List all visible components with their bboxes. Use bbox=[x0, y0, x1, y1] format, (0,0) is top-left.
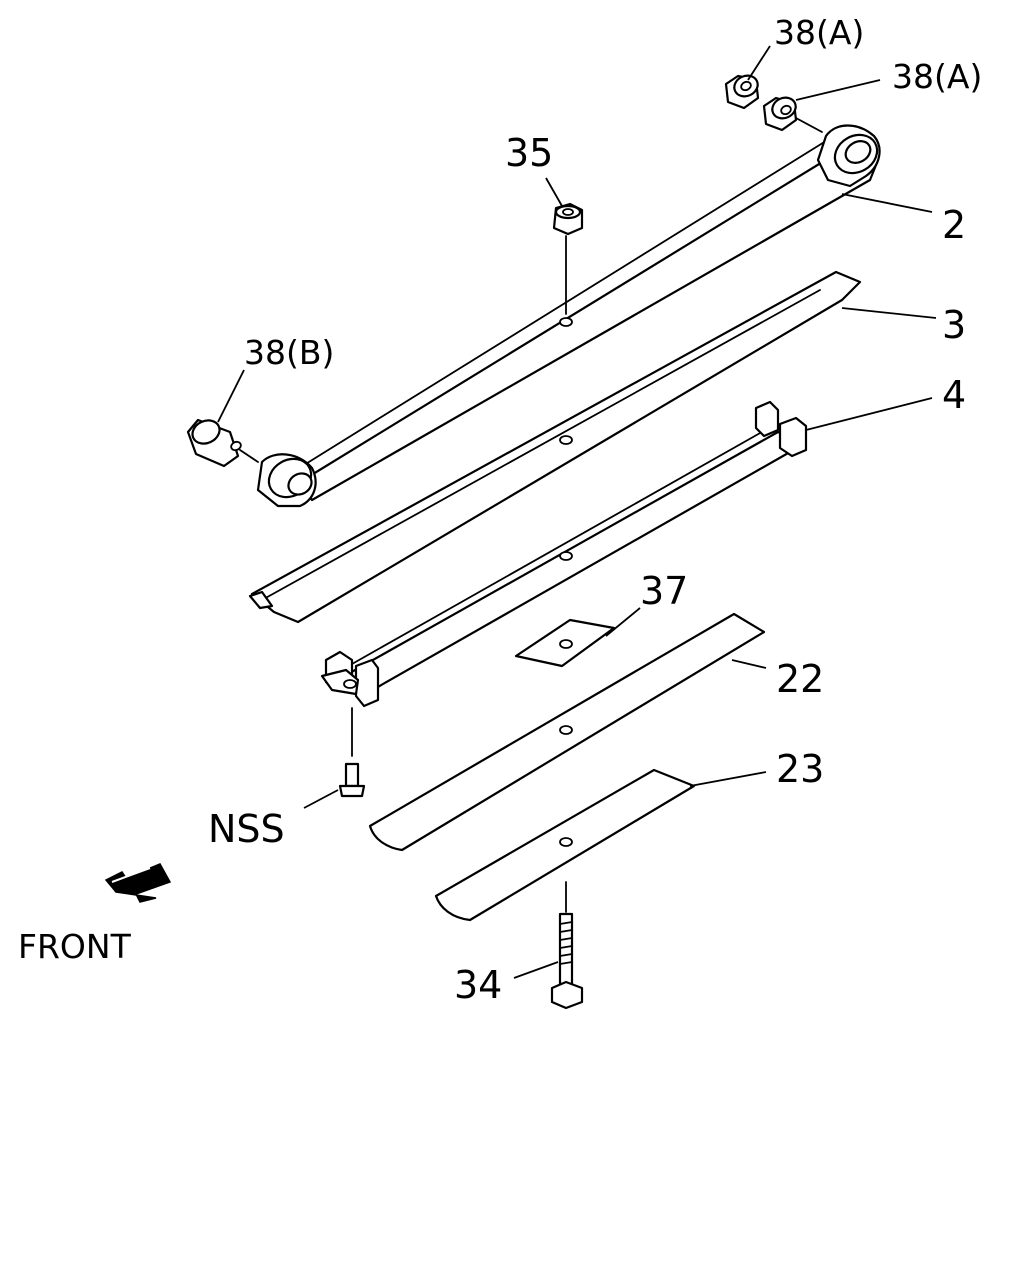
callout-38b: 38(B) bbox=[244, 333, 334, 372]
leaf-22 bbox=[368, 612, 766, 852]
callout-35: 35 bbox=[505, 131, 553, 175]
main-leaf-spring-2 bbox=[256, 124, 881, 508]
callout-nss: NSS bbox=[208, 807, 285, 851]
callout-2: 2 bbox=[942, 203, 966, 247]
callout-3: 3 bbox=[942, 303, 966, 347]
bushing-38b bbox=[186, 418, 259, 468]
callout-37: 37 bbox=[640, 569, 688, 613]
bushing-38a-second bbox=[762, 96, 823, 133]
third-leaf-4 bbox=[320, 400, 808, 708]
callout-23: 23 bbox=[776, 747, 824, 791]
callout-4: 4 bbox=[942, 373, 966, 417]
pad-37 bbox=[514, 618, 616, 668]
bushing-38a-top bbox=[724, 74, 760, 110]
callout-34: 34 bbox=[454, 963, 502, 1007]
leader-lines bbox=[217, 45, 937, 979]
center-bolt-34 bbox=[550, 881, 584, 1010]
arrow-down-left-icon bbox=[104, 863, 172, 903]
front-label: FRONT bbox=[18, 927, 132, 966]
screw-nss bbox=[338, 707, 366, 798]
leaf-23 bbox=[434, 768, 696, 922]
nut-35 bbox=[552, 202, 584, 315]
callout-38a-second: 38(A) bbox=[892, 57, 982, 96]
second-leaf-3 bbox=[248, 270, 862, 624]
callout-22: 22 bbox=[776, 657, 824, 701]
callout-38a-top: 38(A) bbox=[774, 13, 864, 52]
